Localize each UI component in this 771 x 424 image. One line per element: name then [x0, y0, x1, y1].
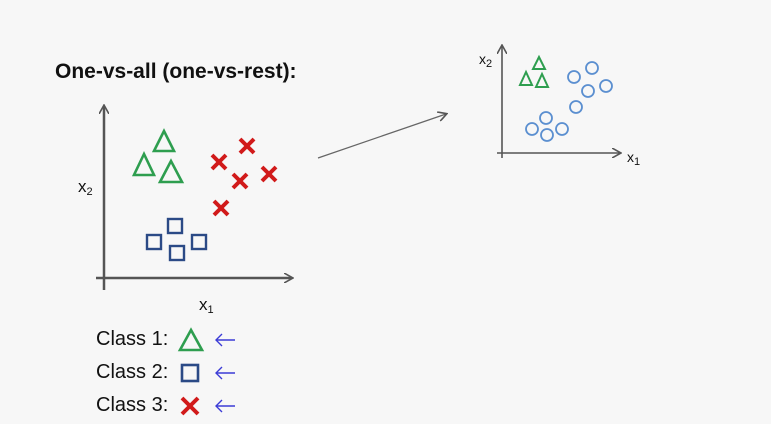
circle-point [599, 79, 613, 93]
cross-icon [180, 396, 200, 415]
cross-point [231, 172, 249, 190]
small-circle-points [525, 61, 613, 142]
legend-row-class-3: Class 3: [96, 389, 240, 422]
main-y-axis-label: x2 [78, 177, 93, 198]
cross-point [212, 199, 230, 217]
left-arrow-icon [215, 333, 235, 346]
cross-point [210, 153, 228, 171]
square-point [168, 244, 186, 262]
small-x-axis-label: x1 [627, 149, 641, 168]
legend-row-class-2: Class 2: [96, 356, 240, 389]
legend-label: Class 1: [96, 328, 169, 350]
legend-label: Class 2: [96, 361, 169, 383]
triangle-point [534, 71, 550, 88]
slide-title: One-vs-all (one-vs-rest): [55, 60, 297, 83]
triangle-icon [177, 326, 205, 351]
triangle-point [518, 69, 534, 86]
class-1-points [131, 128, 185, 184]
circle-point [581, 84, 595, 98]
circle-point [539, 111, 553, 125]
main-x-axis-label: x1 [199, 295, 214, 316]
legend-label: Class 3: [96, 394, 169, 416]
circle-point [569, 100, 583, 114]
class-3-points [210, 137, 278, 217]
cross-point [238, 137, 256, 155]
class-2-points [145, 217, 208, 262]
small-plot [497, 46, 620, 158]
triangle-point [151, 128, 177, 153]
square-point [145, 233, 163, 251]
small-class-1-points [518, 54, 550, 88]
main-plot [96, 106, 292, 290]
left-arrow-icon [215, 399, 235, 412]
circle-point [567, 70, 581, 84]
cross-point [260, 165, 278, 183]
left-arrow-icon [215, 366, 235, 379]
triangle-point [531, 54, 547, 70]
circle-point [585, 61, 599, 75]
circle-point [540, 128, 554, 142]
small-y-axis-label: x2 [479, 51, 493, 70]
triangle-point [131, 150, 157, 177]
square-point [190, 233, 208, 251]
circle-point [525, 122, 539, 136]
connector-arrow [317, 114, 446, 159]
legend-row-class-1: Class 1: [96, 323, 240, 356]
class-legend: Class 1: Class 2: Class 3: [96, 323, 240, 422]
square-icon [180, 363, 200, 382]
square-point [166, 217, 184, 235]
triangle-point [157, 158, 185, 184]
circle-point [555, 122, 569, 136]
